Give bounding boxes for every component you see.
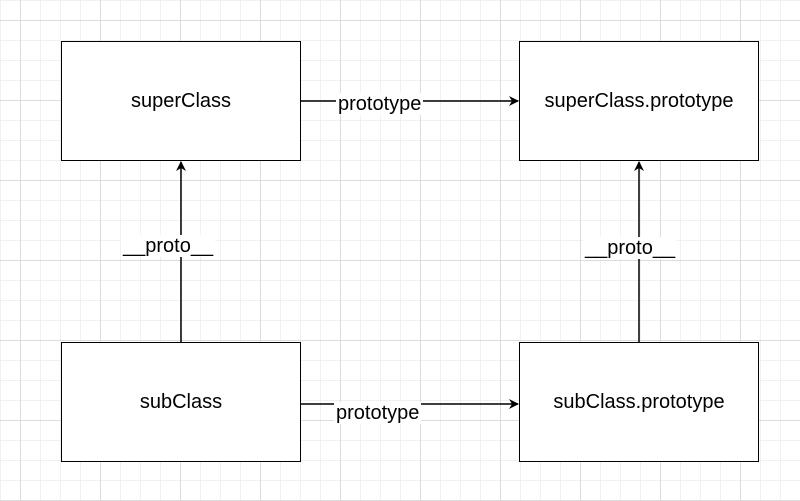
node-sub-class: subClass <box>61 342 301 462</box>
node-label: subClass <box>139 390 223 413</box>
edge-label-right-proto: __proto__ <box>583 237 678 259</box>
node-super-class-prototype: superClass.prototype <box>519 41 759 161</box>
node-label: superClass <box>130 89 232 112</box>
edge-label-sub-prototype: prototype <box>334 402 422 424</box>
node-super-class: superClass <box>61 41 301 161</box>
edge-label-left-proto: __proto__ <box>121 235 216 257</box>
node-label: subClass.prototype <box>553 390 725 413</box>
node-label: superClass.prototype <box>544 89 734 112</box>
edge-label-super-prototype: prototype <box>336 93 424 115</box>
node-sub-class-prototype: subClass.prototype <box>519 342 759 462</box>
